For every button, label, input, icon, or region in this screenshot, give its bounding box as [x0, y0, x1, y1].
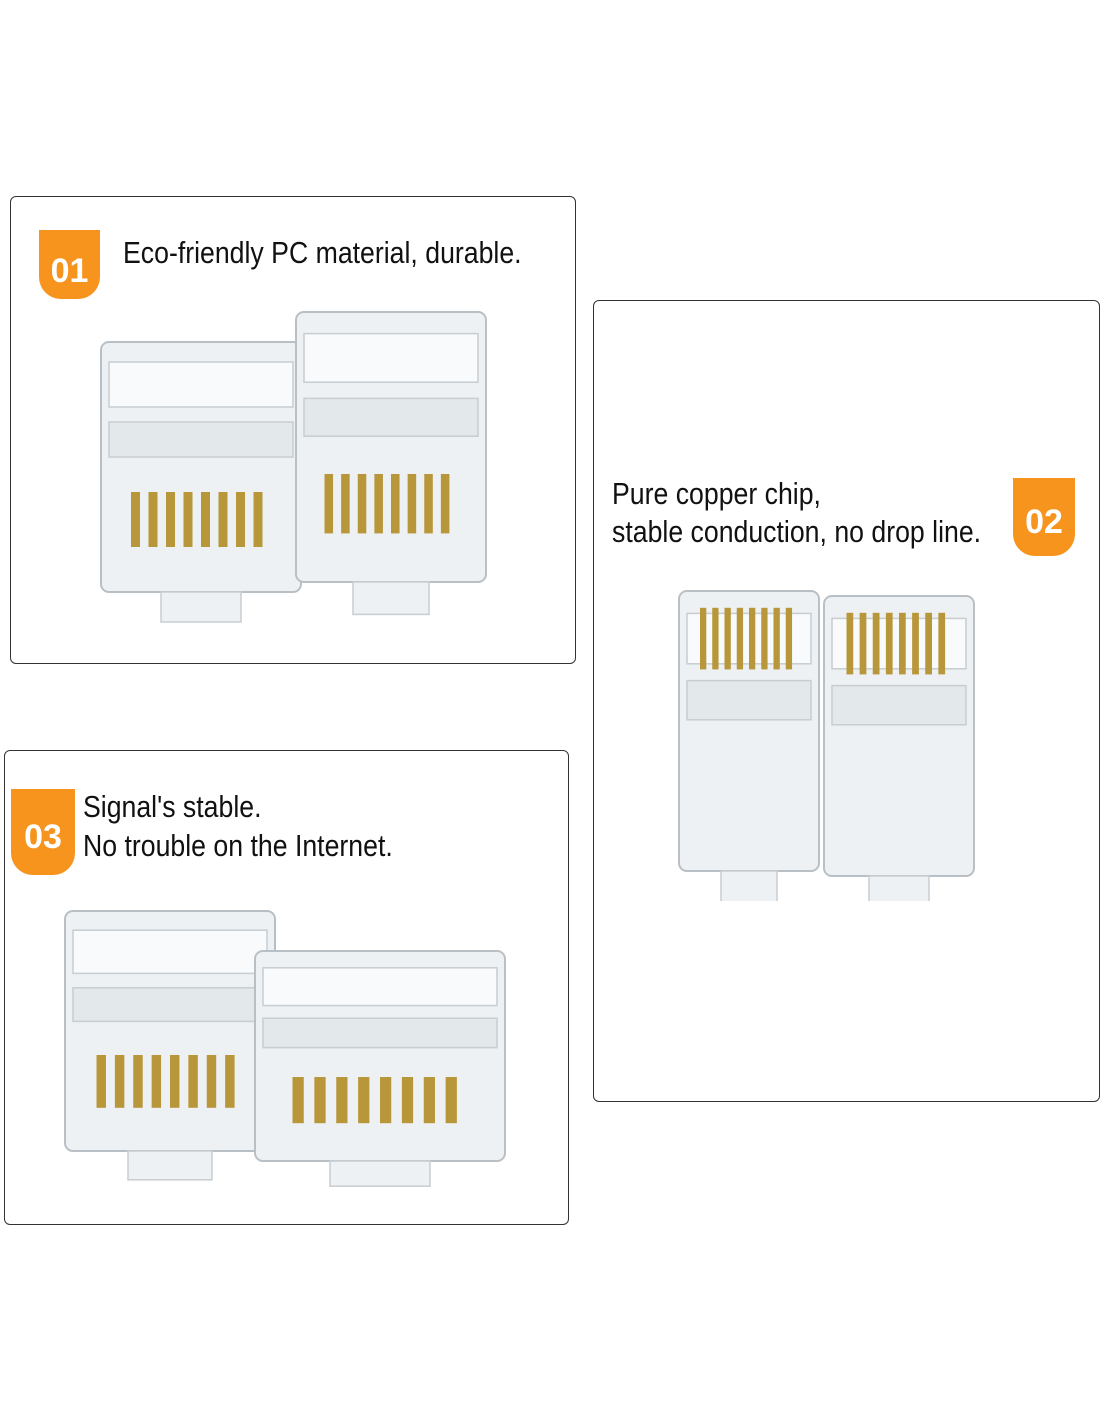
gold-pin	[151, 1055, 162, 1108]
gold-pin	[925, 612, 932, 675]
gold-pin	[423, 1077, 435, 1124]
gold-pin	[324, 474, 334, 534]
feature-panel-01: 01 Eco-friendly PC material, durable.	[10, 196, 576, 664]
gold-pin	[166, 492, 175, 547]
gold-pin	[314, 1077, 326, 1124]
gold-pin	[912, 612, 919, 675]
feature-panel-02: Pure copper chip, stable conduction, no …	[593, 300, 1100, 1102]
gold-pin	[225, 1055, 235, 1108]
gold-pin	[401, 1077, 414, 1124]
gold-pin	[206, 1055, 217, 1108]
gold-pin	[253, 492, 263, 547]
gold-pin	[749, 607, 756, 670]
gold-pin	[341, 474, 350, 534]
gold-pin	[938, 612, 946, 675]
feature-caption-line-2: stable conduction, no drop line.	[612, 514, 982, 549]
gold-pin	[114, 1055, 125, 1108]
feature-badge: 03	[11, 789, 75, 875]
gold-pin	[336, 1077, 348, 1124]
rj45-connectors-pair-icon	[100, 311, 487, 623]
gold-pin	[357, 474, 367, 534]
gold-pin	[761, 607, 768, 670]
gold-pin	[183, 492, 193, 547]
gold-pin	[133, 1055, 143, 1108]
rj45-plug	[254, 950, 506, 1187]
gold-pin	[773, 607, 780, 670]
feature-badge: 01	[39, 230, 100, 299]
gold-pin	[407, 474, 417, 534]
gold-pin	[724, 607, 731, 670]
gold-pin	[885, 612, 893, 675]
gold-pin	[292, 1077, 304, 1124]
gold-pin	[236, 492, 245, 547]
gold-pin	[712, 607, 719, 670]
feature-panel-03: 03 Signal's stable. No trouble on the In…	[4, 750, 569, 1225]
gold-pin	[148, 492, 158, 547]
gold-pin	[872, 612, 880, 675]
feature-caption-line-1: Pure copper chip,	[612, 476, 821, 511]
gold-pin	[358, 1077, 370, 1124]
gold-pin	[736, 607, 744, 670]
feature-caption-line-1: Signal's stable.	[83, 789, 262, 824]
gold-pin	[424, 474, 433, 534]
gold-pin	[96, 1055, 106, 1108]
gold-pin	[131, 492, 140, 547]
gold-pin	[846, 612, 854, 675]
gold-pin	[859, 612, 867, 675]
gold-pin	[374, 474, 383, 534]
rj45-plug	[678, 590, 820, 901]
rj45-plug	[64, 910, 276, 1181]
rj45-plug	[295, 311, 487, 616]
gold-pin	[785, 607, 793, 670]
gold-pin	[899, 612, 906, 675]
feature-caption: Eco-friendly PC material, durable.	[123, 235, 522, 270]
gold-pin	[188, 1055, 198, 1108]
gold-pin	[440, 474, 450, 534]
gold-pin	[201, 492, 210, 547]
gold-pin	[445, 1077, 457, 1124]
feature-badge: 02	[1013, 478, 1075, 556]
rj45-connectors-front-icon	[678, 590, 975, 901]
gold-pin	[170, 1055, 180, 1108]
feature-caption-line-2: No trouble on the Internet.	[83, 828, 393, 863]
gold-pin	[700, 607, 707, 670]
rj45-connectors-angled-icon	[64, 910, 506, 1187]
rj45-plug	[823, 595, 975, 901]
gold-pin	[218, 492, 228, 547]
gold-pin	[380, 1077, 392, 1124]
rj45-plug	[100, 341, 302, 623]
gold-pin	[391, 474, 400, 534]
